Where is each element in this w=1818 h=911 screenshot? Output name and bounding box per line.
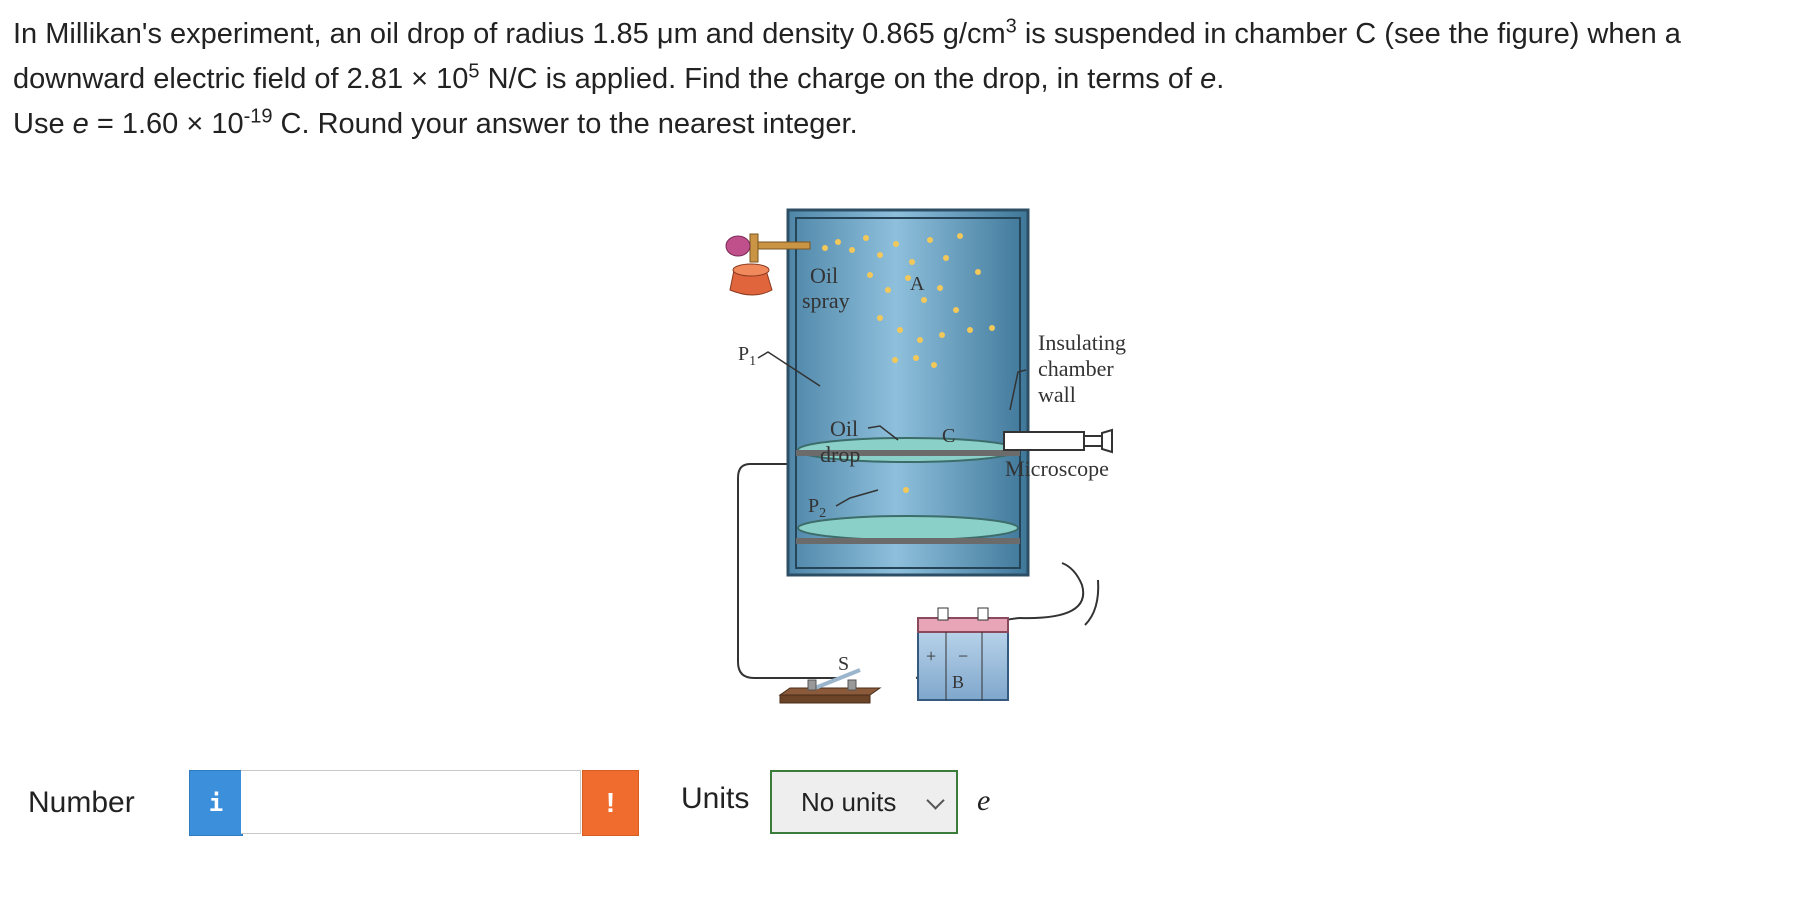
- units-selected-value: No units: [801, 786, 897, 817]
- chevron-down-icon: [926, 791, 945, 810]
- insulating-label-1: Insulating: [1038, 330, 1126, 355]
- number-input[interactable]: [241, 770, 581, 834]
- oil-particles: [822, 233, 995, 493]
- plate-p2-label: P2: [808, 495, 826, 521]
- oil-drop-pointer: [867, 425, 899, 441]
- answer-row: Number i ! Units No units e: [0, 768, 1818, 838]
- oil-spray-label-1: Oil: [810, 263, 838, 288]
- atomizer-icon: [725, 233, 811, 296]
- switch-icon: [778, 668, 882, 704]
- units-label: Units: [681, 782, 750, 815]
- unit-symbol: e: [977, 784, 991, 817]
- microscope-icon: [1003, 428, 1113, 454]
- number-label: Number: [28, 786, 135, 819]
- insulating-label-2: chamber: [1038, 356, 1114, 381]
- battery-minus-label: −: [958, 646, 968, 666]
- chamber-a-label: A: [910, 273, 925, 295]
- millikan-apparatus-figure: Oil spray A P1 Insulating chamber wall O…: [720, 200, 1210, 720]
- battery-b-label: B: [952, 672, 964, 692]
- insulating-label-3: wall: [1038, 382, 1076, 407]
- plate-p1-label: P1: [738, 343, 756, 369]
- wall-pointer: [1009, 369, 1027, 411]
- microscope-label: Microscope: [1005, 456, 1109, 481]
- units-select[interactable]: No units: [770, 770, 958, 834]
- switch-s-label: S: [838, 653, 849, 675]
- p2-pointer: [835, 489, 879, 507]
- oil-drop-label-2: drop: [820, 442, 860, 467]
- chamber-cylinder: [786, 208, 1030, 577]
- warning-icon[interactable]: !: [582, 770, 639, 836]
- question-text: In Millikan's experiment, an oil drop of…: [13, 15, 1681, 140]
- chamber-c-label: C: [942, 425, 955, 447]
- oil-drop-label-1: Oil: [830, 416, 858, 441]
- info-icon[interactable]: i: [189, 770, 243, 836]
- p1-pointer: [757, 351, 821, 387]
- oil-spray-label-2: spray: [802, 288, 850, 313]
- battery-icon: [917, 607, 1009, 701]
- battery-plus-label: +: [926, 646, 936, 666]
